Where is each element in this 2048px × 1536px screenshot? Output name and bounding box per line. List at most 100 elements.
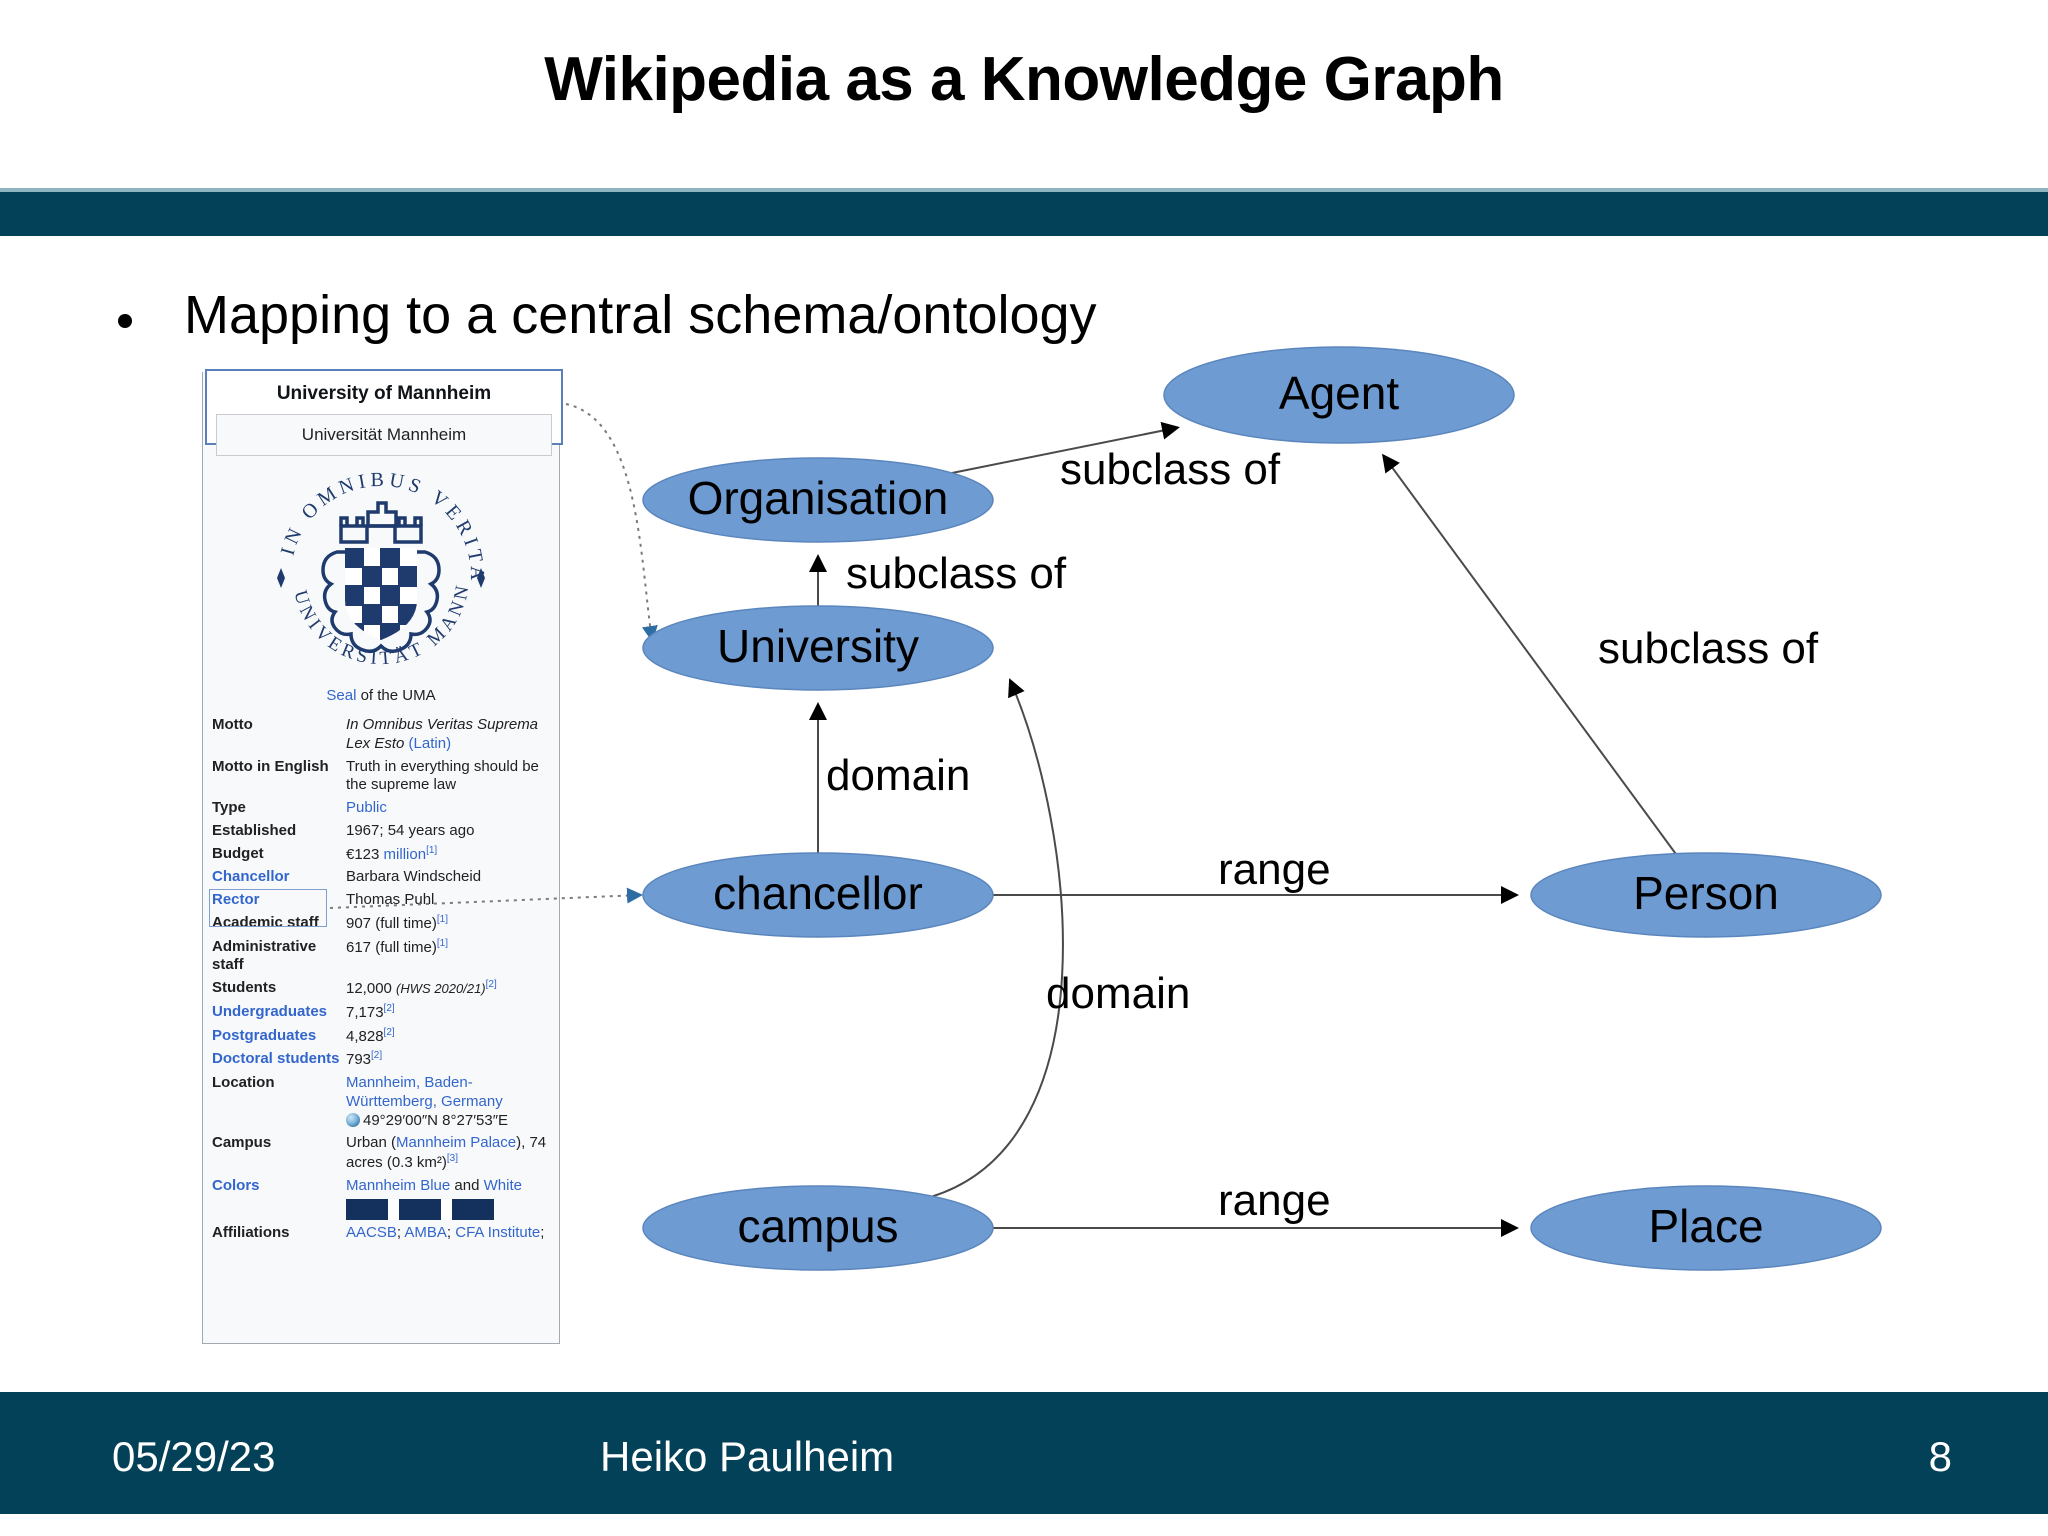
edge-label-univ-org: subclass of	[846, 549, 1067, 598]
edge-label-chancellor-person: range	[1218, 845, 1331, 894]
infobox-row-label: Type	[212, 799, 246, 816]
footer-date: 05/29/23	[112, 1433, 276, 1480]
infobox-row-label[interactable]: Postgraduates	[212, 1026, 317, 1044]
bullet-dot-icon	[118, 314, 132, 328]
seal-caption: Seal of the UMA	[202, 687, 560, 704]
infobox-row-value: Mannheim Blue and White	[346, 1175, 550, 1222]
infobox-row: Chancellor Barbara Windscheid	[212, 866, 550, 889]
infobox-row-label: Campus	[212, 1134, 272, 1152]
seal-caption-rest: of the UMA	[356, 687, 436, 704]
infobox-row-value: 793[2]	[346, 1050, 383, 1069]
infobox-row-label: Location	[212, 1074, 275, 1091]
edge-label-chancellor-univ: domain	[826, 751, 970, 800]
infobox-row: Undergraduates 7,173[2]	[212, 1001, 550, 1025]
infobox-subtitle-box: Universität Mannheim	[216, 414, 552, 456]
infobox-row-value: Public	[346, 799, 387, 816]
node-label: Agent	[1279, 367, 1399, 419]
footer-band	[0, 1392, 2048, 1514]
infobox-row-value: 12,000 (HWS 2020/21)[2]	[346, 979, 497, 997]
infobox-row-value: AACSB; AMBA; CFA Institute;	[346, 1223, 545, 1241]
infobox-row-value: Barbara Windscheid	[346, 868, 482, 886]
wikipedia-infobox	[202, 372, 560, 1344]
infobox-row-value: Truth in everything should be the suprem…	[346, 757, 539, 794]
edge-label-campus-univ: domain	[1046, 969, 1190, 1018]
node-label: Person	[1633, 867, 1779, 919]
infobox-row-label[interactable]: Doctoral students	[212, 1050, 340, 1068]
infobox-row-label: Budget	[212, 844, 264, 862]
node-label: University	[717, 620, 919, 672]
infobox-row: Administrative staff 617 (full time)[1]	[212, 936, 550, 978]
bullet-item: Mapping to a central schema/ontology	[118, 285, 1097, 345]
seal-link[interactable]: Seal	[326, 687, 357, 704]
infobox-subtitle: Universität Mannheim	[301, 425, 467, 444]
node-shape	[1530, 852, 1882, 938]
seal-graphic: IN OMNIBUS VERITAS UNIVERSITÄT MANNHEIM	[255, 443, 485, 669]
bullet-text: Mapping to a central schema/ontology	[184, 285, 1097, 345]
header-rule	[0, 188, 2048, 192]
chancellor-row-highlight	[209, 889, 327, 927]
infobox-row: Doctoral students 793[2]	[212, 1048, 550, 1072]
graph-node-campus[interactable]: campus	[642, 1185, 994, 1271]
infobox-row-label: Students	[212, 979, 277, 996]
infobox-row: Motto in English Truth in everything shou…	[212, 756, 550, 798]
infobox-row: Postgraduates 4,828[2]	[212, 1025, 550, 1049]
infobox-row: Students 12,000 (HWS 2020/21)[2]	[212, 977, 550, 1001]
infobox-row: Location Mannheim, Baden-Württemberg, Ger…	[212, 1072, 550, 1132]
footer-author: Heiko Paulheim	[600, 1433, 895, 1480]
graph-edge-campus-univ	[932, 678, 1064, 1198]
node-shape	[642, 605, 994, 691]
node-shape	[642, 852, 994, 938]
infobox-row-value: In Omnibus Veritas Suprema Lex Esto (Lat…	[346, 716, 539, 752]
node-label: campus	[737, 1200, 898, 1252]
infobox-row-label: Established	[212, 821, 297, 839]
infobox-row: Affiliations AACSB; AMBA; CFA Institute;	[212, 1222, 550, 1245]
graph-node-organisation[interactable]: Organisation	[642, 457, 994, 543]
node-label: Organisation	[688, 472, 949, 524]
graph-node-chancellor[interactable]: chancellor	[642, 852, 994, 938]
infobox-title: University of Mannheim	[276, 383, 492, 404]
header-band	[0, 192, 2048, 236]
infobox-row-value: 4,828[2]	[346, 1026, 395, 1045]
graph-edge-org-agent	[951, 421, 1180, 474]
infobox-row-label: Motto	[212, 716, 253, 733]
university-seal: IN OMNIBUS VERITAS UNIVERSITÄT MANNHEIM	[202, 443, 560, 708]
infobox-row-value: 617 (full time)[1]	[346, 937, 448, 956]
infobox-row-label[interactable]: Undergraduates	[212, 1002, 328, 1020]
node-shape	[642, 457, 994, 543]
infobox-row: Colors Mannheim Blue and White	[212, 1175, 550, 1222]
graph-node-person[interactable]: Person	[1530, 852, 1882, 938]
infobox-row-value: 1967; 54 years ago	[346, 821, 475, 839]
infobox-table: Motto In Omnibus Veritas Suprema Lex Esto…	[212, 714, 550, 1244]
infobox-row-value: Thomas Puhl	[346, 891, 435, 908]
infobox-row-label: Affiliations	[212, 1223, 290, 1241]
edge-label-campus-place: range	[1218, 1176, 1331, 1225]
node-shape	[1530, 1185, 1882, 1271]
infobox-row: Budget €123 million[1]	[212, 843, 550, 867]
graph-node-university[interactable]: University	[642, 605, 994, 691]
edge-label-person-agent: subclass of	[1598, 624, 1819, 673]
infobox-row-value: €123 million[1]	[346, 844, 438, 863]
infobox-row-value: Urban (Mannheim Palace), 74 acres (0.3 k…	[346, 1134, 547, 1171]
graph-node-agent[interactable]: Agent	[1163, 346, 1515, 444]
infobox-row-label[interactable]: Chancellor	[212, 868, 290, 886]
footer-page-number: 8	[1928, 1433, 1952, 1480]
graph-edge-person-agent	[1382, 453, 1677, 855]
infobox-row-value: 7,173[2]	[346, 1002, 395, 1021]
edge-label-org-agent: subclass of	[1060, 445, 1281, 494]
node-label: chancellor	[713, 867, 923, 919]
infobox-row-value: 907 (full time)[1]	[346, 913, 448, 932]
infobox-row-label: Motto in English	[212, 757, 329, 775]
infobox-row: Type Public	[212, 797, 550, 820]
node-shape	[1163, 346, 1515, 444]
infobox-row-label: Administrative staff	[212, 937, 317, 974]
infobox-row: Motto In Omnibus Veritas Suprema Lex Esto…	[212, 714, 550, 756]
page-title: Wikipedia as a Knowledge Graph	[544, 45, 1504, 114]
infobox-row: Campus Urban (Mannheim Palace), 74 acres …	[212, 1132, 550, 1175]
infobox-row-label[interactable]: Colors	[212, 1176, 260, 1194]
node-shape	[642, 1185, 994, 1271]
graph-node-place[interactable]: Place	[1530, 1185, 1882, 1271]
mapping-connector-title-to-university	[565, 403, 658, 642]
infobox-row: Established 1967; 54 years ago	[212, 820, 550, 843]
infobox-row-label[interactable]: Rector	[212, 891, 260, 908]
